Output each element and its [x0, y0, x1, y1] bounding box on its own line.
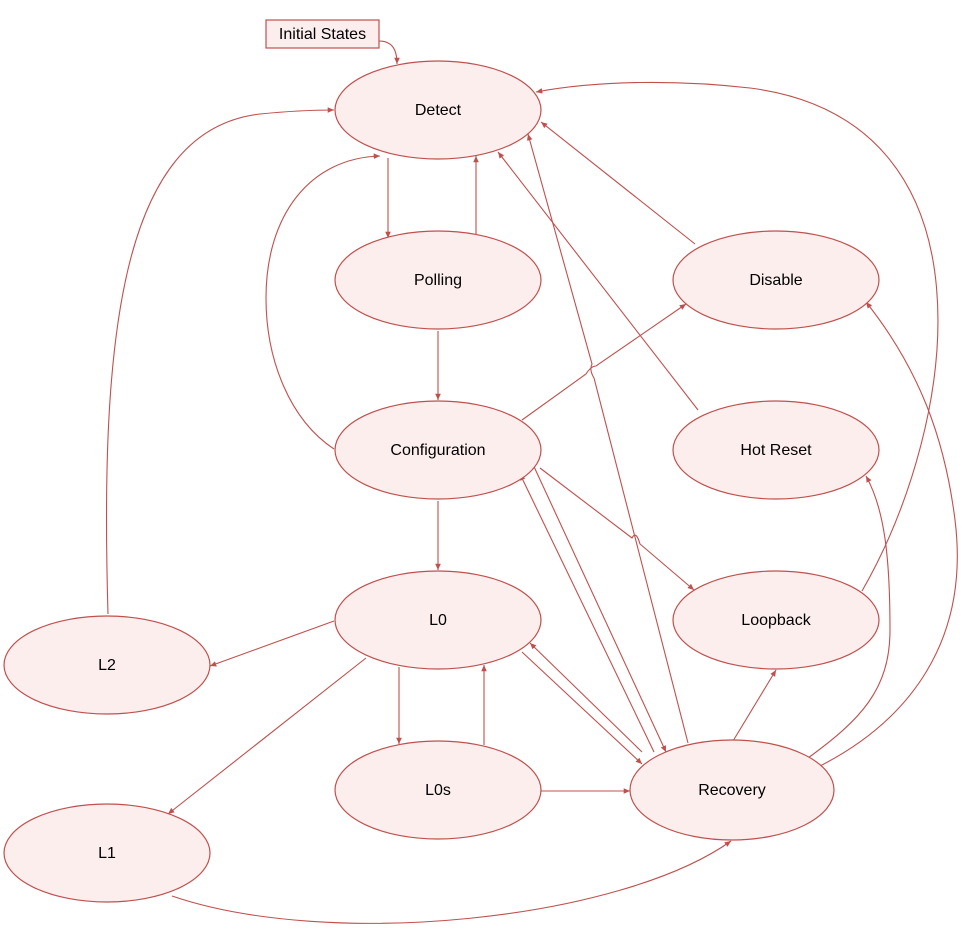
state-recovery-label: Recovery [698, 782, 766, 799]
edge-configuration-to-detect [265, 153, 381, 450]
state-l2-label: L2 [98, 657, 116, 674]
edge-recovery-to-disable [819, 301, 958, 767]
state-detect: Detect [334, 60, 542, 160]
edge-loopback-to-detect [535, 81, 939, 592]
edge-initial-to-detect [378, 40, 400, 65]
edge-recovery-to-l0 [529, 642, 643, 753]
edge-configuration-to-recovery [529, 457, 667, 753]
state-hot-reset-label: Hot Reset [740, 442, 812, 459]
state-l0s-label: L0s [425, 782, 451, 799]
edge-configuration-to-loopback [539, 467, 695, 591]
state-polling-label: Polling [414, 272, 462, 289]
state-configuration: Configuration [334, 400, 542, 500]
initial-states-label: Initial States [279, 26, 366, 43]
edge-hotreset-to-detect [497, 151, 699, 411]
state-disable: Disable [672, 230, 880, 330]
edge-recovery-to-detect [526, 133, 689, 744]
state-loopback-label: Loopback [741, 612, 811, 629]
state-l0s: L0s [334, 740, 542, 840]
state-hot-reset: Hot Reset [672, 400, 880, 500]
state-loopback: Loopback [672, 570, 880, 670]
state-detect-label: Detect [415, 102, 462, 119]
state-l1: L1 [3, 803, 211, 903]
edge-l2-to-detect [105, 107, 335, 615]
state-polling: Polling [334, 230, 542, 330]
state-l1-label: L1 [98, 845, 116, 862]
edge-recovery-to-hotreset [807, 475, 891, 759]
edges [105, 40, 958, 924]
initial-states-box: Initial States [265, 19, 380, 49]
edge-recovery-to-loopback [732, 669, 777, 742]
edge-recovery-to-configuration [519, 473, 655, 753]
state-l2: L2 [3, 615, 211, 715]
state-l0-label: L0 [429, 612, 447, 629]
state-configuration-label: Configuration [390, 442, 485, 459]
edge-l0-to-l1 [167, 657, 367, 815]
edge-l1-to-recovery [171, 840, 732, 924]
state-recovery: Recovery [629, 739, 835, 841]
state-l0: L0 [334, 570, 542, 670]
edge-l0-to-l2 [209, 620, 335, 667]
edge-l0-to-recovery [521, 651, 643, 765]
state-disable-label: Disable [749, 272, 802, 289]
edge-disable-to-detect [540, 121, 696, 245]
